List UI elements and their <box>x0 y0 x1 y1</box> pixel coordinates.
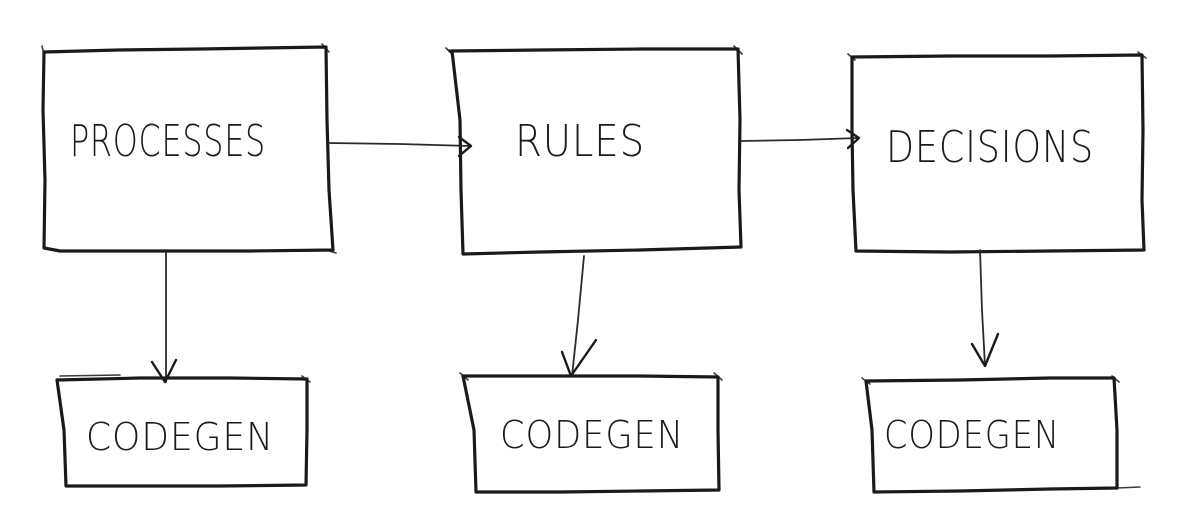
node-decisions-box-sketch <box>847 51 1147 61</box>
edge-rules-to-decisions <box>740 128 861 150</box>
node-codegen-processes-box-sketch <box>59 374 311 383</box>
node-rules-box-sketch <box>445 45 743 55</box>
edge-processes-to-codegen <box>150 252 178 384</box>
edge-decisions-to-codegen <box>970 249 1000 368</box>
edge-rules-to-codegen <box>560 255 598 378</box>
node-decisions: DECISIONS <box>847 51 1147 254</box>
node-decisions-label: DECISIONS <box>886 122 1094 173</box>
node-codegen-decisions: CODEGEN <box>861 375 1141 494</box>
node-rules-box <box>448 47 743 256</box>
node-processes-box-sketch <box>41 43 337 254</box>
edge-processes-to-rules-line <box>327 142 471 147</box>
edge-rules-to-codegen-line <box>571 255 585 377</box>
node-codegen-processes: CODEGEN <box>55 374 311 488</box>
node-codegen-rules-box-sketch <box>459 372 723 381</box>
edge-decisions-to-codegen-line <box>979 249 986 367</box>
edge-rules-to-codegen-arrowhead <box>560 338 598 378</box>
edge-decisions-to-codegen-arrowhead <box>970 332 1000 368</box>
node-codegen-decisions-box-sketch <box>861 375 1141 489</box>
node-codegen-rules-box <box>461 374 721 494</box>
edge-rules-to-decisions-arrowhead <box>845 128 861 150</box>
edge-processes-to-rules-arrowhead <box>457 135 473 158</box>
node-processes-label: PROCESSES <box>70 116 266 167</box>
node-decisions-box <box>850 53 1146 254</box>
node-processes-box <box>41 45 335 253</box>
edge-rules-to-decisions-line <box>740 137 859 142</box>
node-codegen-rules-label: CODEGEN <box>500 413 684 457</box>
node-codegen-rules: CODEGEN <box>459 372 723 494</box>
node-rules-label: RULES <box>515 116 645 167</box>
node-rules: RULES <box>445 45 743 256</box>
node-codegen-decisions-label: CODEGEN <box>884 413 1060 457</box>
node-processes: PROCESSES <box>41 43 337 254</box>
edge-processes-to-codegen-arrowhead <box>150 358 178 384</box>
edge-processes-to-rules <box>327 135 473 158</box>
node-codegen-processes-label: CODEGEN <box>86 415 274 459</box>
node-codegen-processes-box <box>55 376 309 488</box>
